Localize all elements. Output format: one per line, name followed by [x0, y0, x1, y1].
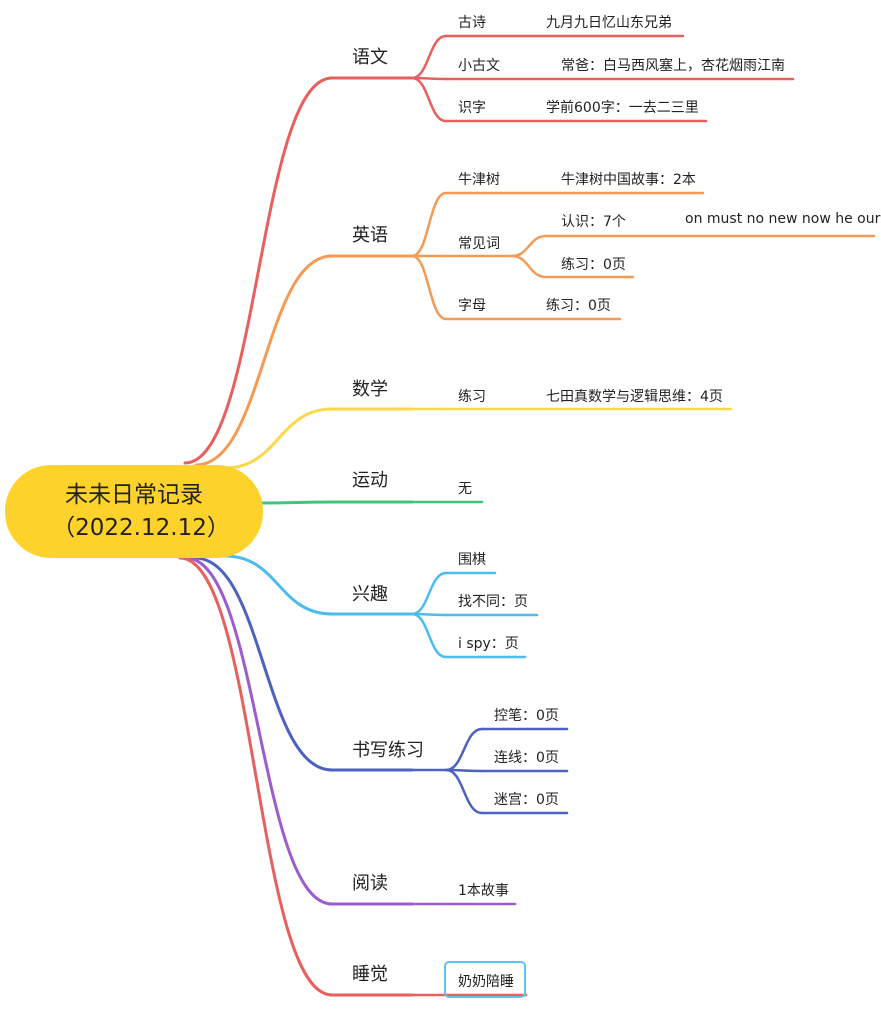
subtopic-math-practice[interactable]: 练习: [458, 389, 486, 405]
topic-english[interactable]: 英语: [352, 225, 388, 246]
topic-sport[interactable]: 运动: [352, 470, 388, 491]
subtopic-spot-difference[interactable]: 找不同：页: [458, 594, 528, 610]
detail-gushi[interactable]: 九月九日忆山东兄弟: [546, 15, 672, 31]
detail-shizi[interactable]: 学前600字：一去二三里: [546, 100, 699, 116]
subtopic-letters[interactable]: 字母: [458, 298, 486, 314]
subtopic-go-game[interactable]: 围棋: [458, 552, 486, 568]
branch-line-sleep: [178, 556, 334, 997]
topic-sleep[interactable]: 睡觉: [352, 964, 388, 985]
branch-line-writing: [193, 556, 334, 772]
sub-line-go-game: [410, 571, 448, 616]
sleep-note-highlight-box: [444, 961, 526, 998]
branch-line-english: [194, 254, 334, 467]
detail-math-practice[interactable]: 七田真数学与逻辑思维：4页: [546, 389, 723, 405]
detail-common-words-list[interactable]: on must no new now he our: [685, 211, 881, 227]
branch-line-hobby: [223, 554, 334, 616]
topic-chinese[interactable]: 语文: [352, 47, 388, 68]
sub-line-i-spy: [410, 612, 448, 659]
central-topic-date: （2022.12.12）: [52, 514, 230, 541]
sub-line-oxford-tree: [410, 191, 448, 258]
central-topic[interactable]: 未未日常记录 （2022.12.12）: [5, 465, 263, 558]
sub-line-letters: [410, 254, 448, 321]
subtopic-sport-none[interactable]: 无: [458, 481, 472, 497]
subtopic-common-words-known[interactable]: 认识：7个: [561, 214, 626, 230]
branch-line-math: [223, 407, 334, 470]
topic-writing[interactable]: 书写练习: [352, 740, 424, 761]
sub-line-shizi: [410, 76, 448, 123]
leaf-line-practice: [510, 254, 548, 279]
subtopic-gushi[interactable]: 古诗: [458, 15, 486, 31]
branch-line-sport: [260, 500, 334, 505]
leaf-line-known: [510, 234, 548, 258]
sub-line-pen-control: [444, 727, 484, 772]
subtopic-maze[interactable]: 迷宫：0页: [494, 792, 559, 808]
subtopic-shizi[interactable]: 识字: [458, 100, 486, 116]
subtopic-stories[interactable]: 1本故事: [458, 883, 509, 899]
subtopic-connect-lines[interactable]: 连线：0页: [494, 750, 559, 766]
sub-line-maze: [444, 768, 484, 815]
subtopic-pen-control[interactable]: 控笔：0页: [494, 708, 559, 724]
subtopic-xiaoguwen[interactable]: 小古文: [458, 58, 500, 74]
connector-lines: [178, 34, 876, 997]
subtopic-i-spy[interactable]: i spy：页: [458, 636, 519, 652]
subtopic-common-words-practice[interactable]: 练习：0页: [561, 257, 626, 273]
subtopic-oxford-tree[interactable]: 牛津树: [458, 172, 500, 188]
subtopic-common-words[interactable]: 常见词: [458, 236, 500, 252]
central-topic-title: 未未日常记录: [65, 481, 203, 508]
branch-line-chinese: [183, 76, 334, 465]
sub-line-gushi: [410, 34, 448, 80]
detail-xiaoguwen[interactable]: 常爸：白马西风塞上，杏花烟雨江南: [561, 58, 785, 74]
detail-oxford-tree[interactable]: 牛津树中国故事：2本: [561, 172, 696, 188]
branch-line-reading: [184, 556, 334, 906]
topic-math[interactable]: 数学: [352, 379, 388, 400]
subtopic-grandma-sleep[interactable]: 奶奶陪睡: [458, 974, 514, 990]
detail-letters[interactable]: 练习：0页: [546, 298, 611, 314]
topic-reading[interactable]: 阅读: [352, 873, 388, 894]
topic-hobby[interactable]: 兴趣: [352, 584, 388, 605]
